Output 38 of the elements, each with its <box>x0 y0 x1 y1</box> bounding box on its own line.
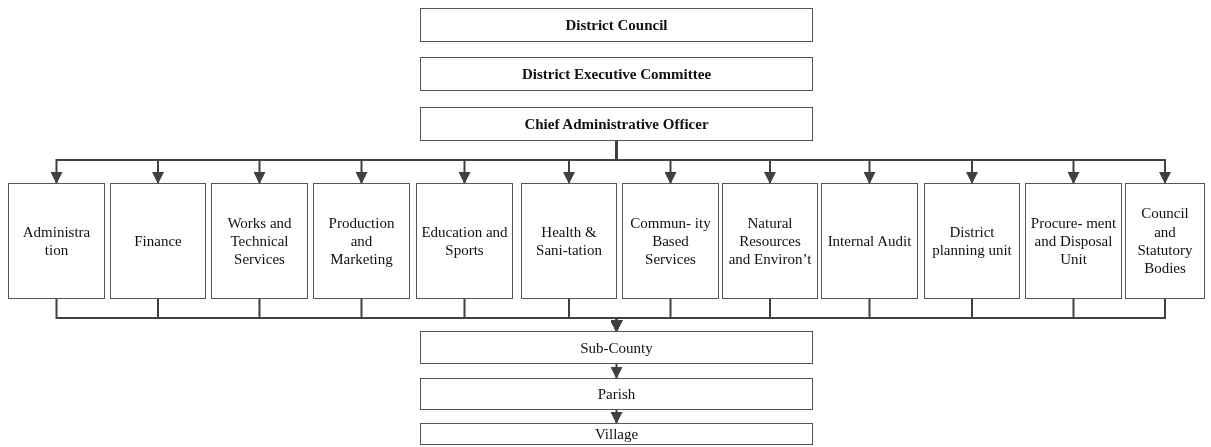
unit-name: Natural Resources and Environ’t <box>727 213 813 269</box>
unit-name: Works and Technical Services <box>226 213 293 269</box>
org-unit-box <box>420 107 813 141</box>
org-unit-box <box>521 183 617 299</box>
org-unit-box <box>110 183 206 299</box>
org-unit-box <box>420 8 813 42</box>
unit-name: Education and Sports <box>421 222 508 260</box>
arrow <box>610 363 623 379</box>
unit-name: District Council <box>565 16 668 34</box>
unit-name: District planning unit <box>931 222 1013 260</box>
org-unit-box <box>8 183 105 299</box>
org-unit-box <box>420 331 813 364</box>
unit-name: Procure- ment and Disposal Unit <box>1030 213 1117 269</box>
org-unit-box <box>622 183 719 299</box>
unit-name: District Executive Committee <box>521 65 712 83</box>
unit-name: Finance <box>134 231 182 251</box>
org-unit-box <box>1125 183 1205 299</box>
org-unit-box <box>722 183 818 299</box>
unit-name: Sub-County <box>580 338 653 357</box>
unit-name: Production and Marketing <box>327 213 396 269</box>
org-unit-box <box>1025 183 1122 299</box>
unit-name: Chief Administrative Officer <box>524 115 709 133</box>
org-unit-box <box>313 183 410 299</box>
unit-name: Health & Sani-tation <box>535 222 603 260</box>
org-unit-box <box>416 183 513 299</box>
org-unit-box <box>924 183 1020 299</box>
org-unit-box <box>420 57 813 91</box>
unit-name: Commun- ity Based Services <box>629 213 712 269</box>
org-unit-box <box>821 183 918 299</box>
unit-name: Village <box>594 425 639 443</box>
org-unit-box <box>211 183 308 299</box>
unit-name: Parish <box>597 385 636 403</box>
unit-name: Council and Statutory Bodies <box>1136 204 1194 278</box>
org-unit-box <box>420 378 813 410</box>
unit-name: Administra tion <box>21 222 92 260</box>
org-unit-box <box>420 423 813 445</box>
arrow <box>610 409 623 424</box>
unit-name: Internal Audit <box>827 231 912 251</box>
